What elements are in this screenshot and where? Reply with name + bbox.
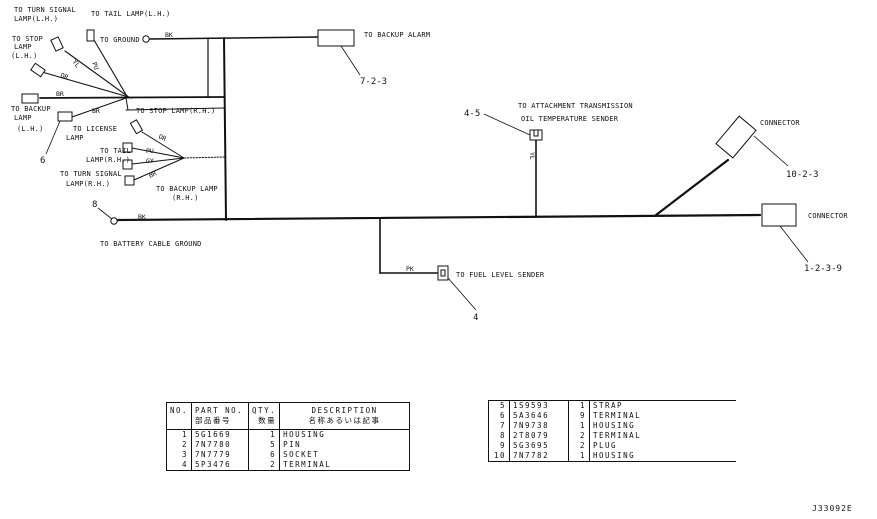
header-no: NO. [166, 402, 193, 430]
header-qty: QTY.数量 [248, 402, 281, 430]
label-fuel-sender: TO FUEL LEVEL SENDER [456, 271, 545, 279]
rh-branch-drop [125, 97, 129, 111]
connector-right-leader [779, 225, 809, 263]
label-stop-lamp-rh: TO STOP LAMP(R.H.) [136, 107, 215, 115]
alarm-wire [149, 36, 319, 40]
callout-battery: 8 [92, 200, 97, 210]
backup-alarm-connector[interactable] [317, 29, 355, 47]
callout-connector-upper: 10-2-3 [786, 170, 819, 180]
header-part-no: PART NO.部品番号 [191, 402, 250, 430]
stop-rh-plug[interactable] [129, 119, 144, 135]
battery-leader [97, 207, 113, 220]
drawing-number: J33092E [812, 504, 853, 513]
callout-license: 6 [40, 156, 45, 166]
connector-upper-wire [654, 158, 730, 217]
wire-code-stop-rh: OR [157, 133, 168, 144]
license-lamp-plug[interactable] [57, 111, 73, 122]
backup-rh-plug[interactable] [124, 175, 135, 186]
fuel-leader [447, 277, 477, 311]
callout-connector-right: 1-2-3-9 [804, 264, 842, 274]
alarm-leader [340, 45, 361, 76]
wire-code-backup-rh: BR [147, 169, 158, 180]
leader-lines [45, 45, 809, 311]
vertical-trunk [223, 37, 227, 221]
callout-fuel: 4 [473, 313, 478, 323]
tail-rh-plug[interactable] [122, 142, 133, 153]
label-ground: TO GROUND [100, 36, 140, 44]
label-backup-alarm: TO BACKUP ALARM [364, 31, 430, 39]
wire-code-backup-lh-1: BR [56, 90, 64, 98]
wire-code-turn-rh: GY [146, 157, 154, 165]
wire-code-sender: YL [528, 152, 536, 160]
lh-bundle-2 [64, 50, 131, 99]
wire-code-battery: BK [138, 213, 146, 221]
callout-sender: 4-5 [464, 109, 480, 119]
label-connector-upper: CONNECTOR [760, 119, 800, 127]
connector-upper-leader [753, 135, 789, 167]
rh-fan-tail [131, 147, 185, 159]
callout-alarm: 7-2-3 [360, 77, 387, 87]
stop-lh-plug[interactable] [50, 36, 64, 52]
turn-lh-plug[interactable] [30, 62, 46, 78]
turn-rh-plug[interactable] [122, 159, 133, 170]
wire-code-tail-rh: PU [146, 147, 154, 155]
label-connector-right: CONNECTOR [808, 212, 848, 220]
harness-wires [39, 36, 762, 274]
rh-branch-horizontal [125, 107, 225, 111]
main-trunk [116, 213, 762, 222]
wire-code-fuel: PK [406, 265, 414, 273]
transmission-sender-terminal[interactable] [529, 129, 543, 141]
license-leader [45, 120, 61, 155]
rh-fan-trunk [183, 156, 225, 159]
wire-color-codes: PU YL OR BK BR BR OR PU GY BR YL BK PK [56, 31, 536, 273]
wire-code-turn-lh: OR [59, 71, 69, 81]
lh-bundle-1 [93, 39, 129, 99]
license-wire [71, 97, 127, 118]
rh-fan-stop [141, 131, 185, 159]
label-tail-lamp-lh: TO TAIL LAMP(L.H.) [91, 10, 170, 18]
lh-bundle-3 [41, 71, 133, 99]
label-backup-lamp-rh: TO BACKUP LAMP(R.H.) [156, 185, 218, 202]
components [21, 29, 797, 281]
ground-terminal[interactable] [142, 35, 150, 43]
label-battery-ground: TO BATTERY CABLE GROUND [100, 240, 202, 248]
wire-code-tail-lh: PU [90, 61, 100, 71]
backup-lh-plug[interactable] [21, 93, 39, 104]
sender-leader [483, 113, 531, 136]
battery-ground-terminal[interactable] [110, 217, 118, 225]
tail-lh-plug[interactable] [86, 29, 95, 42]
rh-fan-backup [133, 157, 185, 181]
fuel-sender-terminal[interactable] [437, 265, 449, 281]
callout-numbers: 7-2-3 4-5 10-2-3 1-2-3-9 4 6 8 [40, 77, 842, 323]
rh-fan-turn [131, 157, 185, 165]
wire-code-stop-lh: YL [70, 58, 81, 69]
connector-upper-body[interactable] [715, 115, 757, 159]
connector-right-body[interactable] [761, 203, 797, 227]
wire-code-ground: BK [165, 31, 173, 39]
wire-code-backup-lh-2: BR [92, 107, 100, 115]
